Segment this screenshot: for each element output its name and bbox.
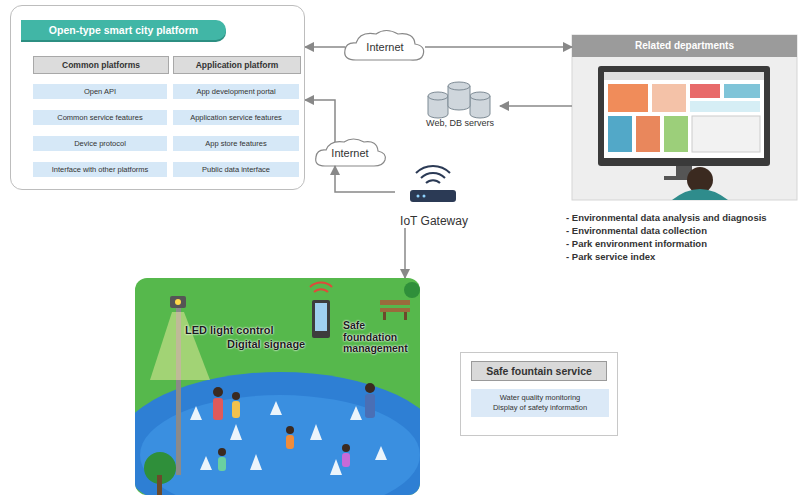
department-panel: Related departments <box>572 35 797 200</box>
column-header: Application platform <box>173 56 301 74</box>
service-panel: Safe fountain serviceWater quality monit… <box>460 352 618 436</box>
feature-box: App store features <box>173 136 299 151</box>
panel-heading: Safe fountain service <box>471 361 607 381</box>
node-text: Internet <box>331 147 368 159</box>
node-text: Open API <box>35 87 165 96</box>
service-box: Water quality monitoringDisplay of safet… <box>471 389 609 417</box>
park-illustration <box>115 278 445 498</box>
node-text: App store features <box>175 139 297 148</box>
node-text: Common service features <box>35 113 165 122</box>
internet-cloud: Internet <box>345 32 425 62</box>
panel-ground <box>572 35 797 200</box>
cloud-shape <box>345 31 424 61</box>
connector-arrow <box>305 100 335 142</box>
monitor-illustration <box>598 66 770 200</box>
bullet-note: - Park environment information <box>566 238 707 249</box>
callout-label: Digital signage <box>227 338 307 350</box>
node-text: IoT Gateway <box>400 214 468 228</box>
panel-header <box>572 35 797 57</box>
feature-box: Interface with other platforms <box>33 162 167 177</box>
feature-box: Common service features <box>33 110 167 125</box>
feature-box: Application service features <box>173 110 299 125</box>
column-header: Common platforms <box>33 56 169 74</box>
node-text: App development portal <box>175 87 297 96</box>
park-area: LED light controlDigital signage Safe fou… <box>135 278 420 495</box>
connector-arrow <box>335 166 395 192</box>
connector-arrow <box>500 105 572 107</box>
panel-heading: Related departments <box>572 35 797 51</box>
node-text: Common platforms <box>34 57 168 73</box>
connector-arrow <box>404 228 406 278</box>
node-text: Application service features <box>175 113 297 122</box>
feature-box: Public data interface <box>173 162 299 177</box>
connector-arrow <box>425 46 572 48</box>
server-node: Web, DB servers <box>420 80 500 128</box>
gateway-node: IoT Gateway <box>395 168 473 228</box>
cloud-shape <box>316 139 386 166</box>
node-text: Display of safety information <box>474 403 606 413</box>
feature-box: Device protocol <box>33 136 167 151</box>
callout-label: LED light control <box>185 324 295 336</box>
bullet-note: - Park service index <box>566 251 655 262</box>
feature-box: App development portal <box>173 84 299 99</box>
gateway-icon <box>410 166 456 202</box>
connector-arrow <box>305 46 345 48</box>
header-ribbon: Open-type smart city platform <box>21 20 226 40</box>
platform-panel: Open-type smart city platformCommon plat… <box>10 5 305 190</box>
node-text: Application platform <box>174 57 300 73</box>
bullet-note: - Environmental data analysis and diagno… <box>566 212 767 223</box>
node-text: Device protocol <box>35 139 165 148</box>
feature-box: Open API <box>33 84 167 99</box>
callout-label: Safe foundation management <box>343 320 415 355</box>
bullet-note: - Environmental data collection <box>566 225 707 236</box>
node-text: Water quality monitoring <box>474 393 606 403</box>
internet-cloud: Internet <box>315 139 385 167</box>
node-text: Public data interface <box>175 165 297 174</box>
node-text: Internet <box>366 41 403 53</box>
server-icon <box>428 82 490 118</box>
node-text: Interface with other platforms <box>35 165 165 174</box>
node-text: Web, DB servers <box>426 118 494 128</box>
